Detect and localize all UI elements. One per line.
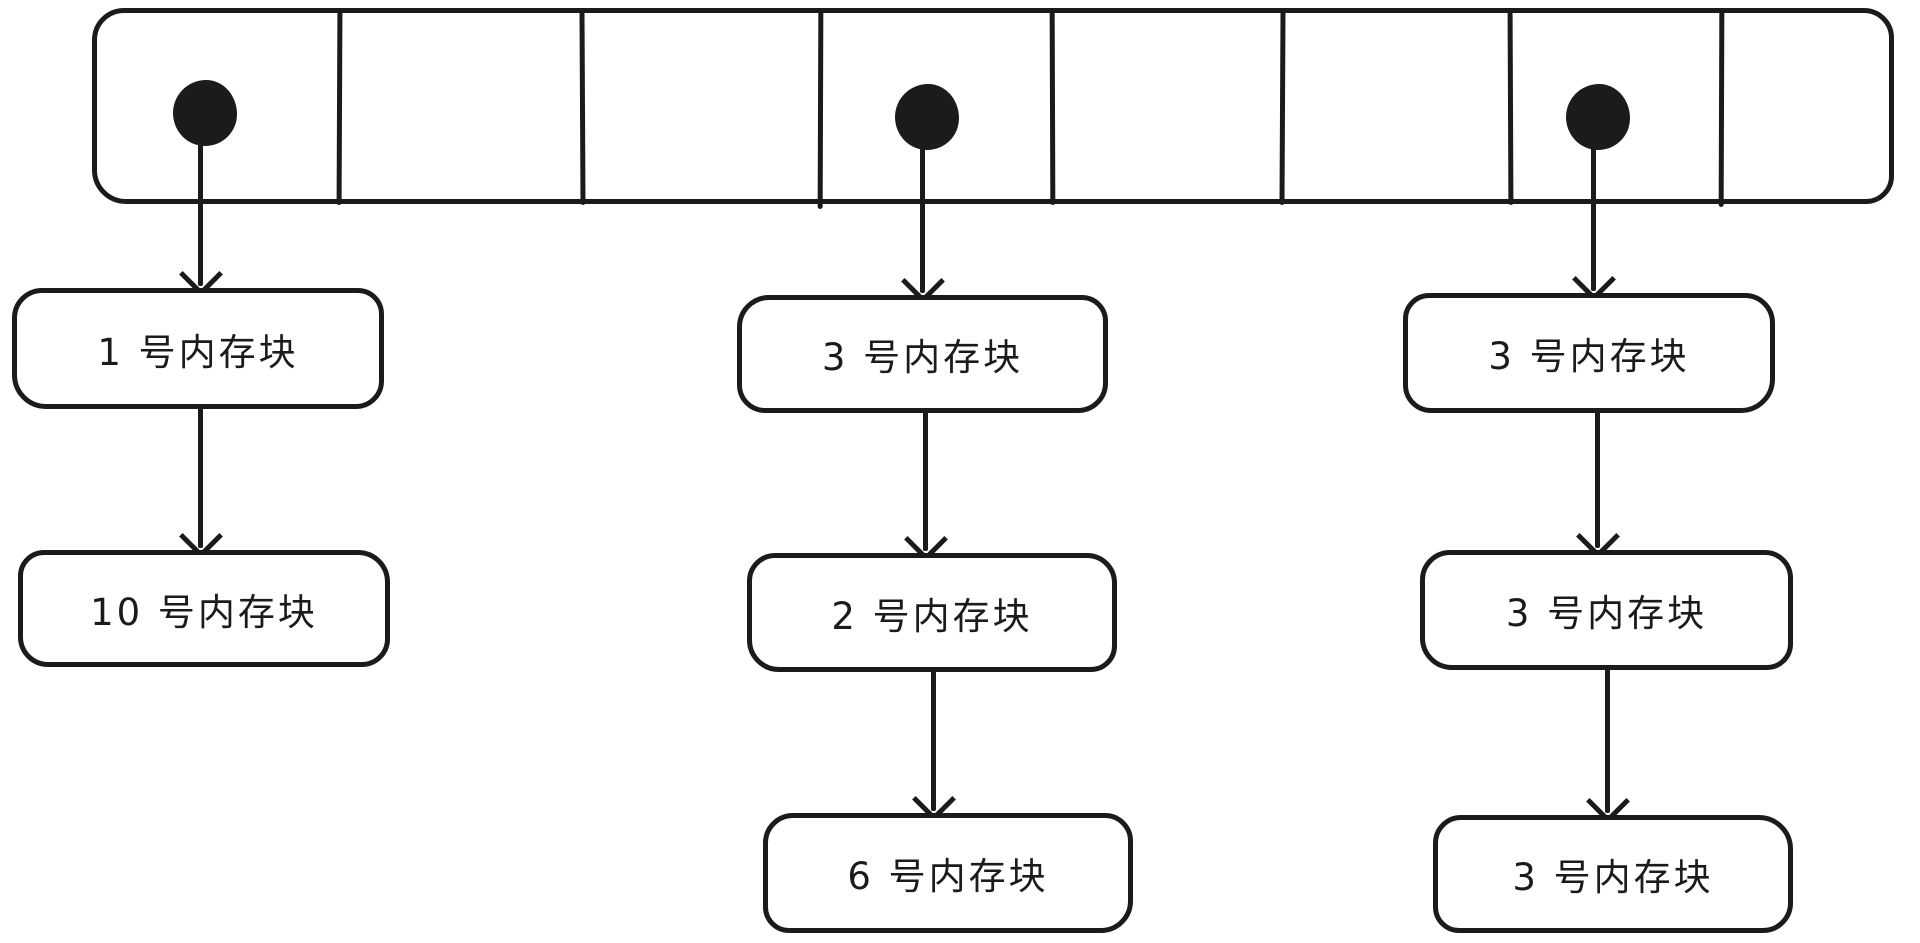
array-cell-divider xyxy=(1279,10,1286,206)
arrow-down-icon xyxy=(198,136,203,286)
memory-block-label: 1 号内存块 xyxy=(97,330,299,374)
pointer-dot-icon xyxy=(895,84,959,150)
memory-block-box: 10 号内存块 xyxy=(18,550,390,667)
arrow-down-icon xyxy=(923,411,928,551)
memory-block-label: 3 号内存块 xyxy=(1488,335,1690,378)
memory-block-label: 3 号内存块 xyxy=(821,336,1024,379)
arrow-down-icon xyxy=(1605,668,1610,813)
array-cell-divider xyxy=(579,10,586,206)
memory-block-box: 3 号内存块 xyxy=(1420,550,1793,670)
memory-block-box: 6 号内存块 xyxy=(763,813,1133,933)
memory-block-label: 10 号内存块 xyxy=(90,590,318,634)
array-cell-divider xyxy=(817,10,824,210)
arrow-down-icon xyxy=(931,670,936,811)
arrow-down-icon xyxy=(920,140,925,293)
memory-block-box: 1 号内存块 xyxy=(12,288,384,409)
memory-block-label: 3 号内存块 xyxy=(1512,856,1714,899)
arrow-down-icon xyxy=(198,406,203,548)
array-cell-divider xyxy=(336,10,343,206)
memory-block-label: 2 号内存块 xyxy=(831,594,1033,638)
arrow-down-icon xyxy=(1591,140,1596,291)
arrow-down-icon xyxy=(1595,411,1600,548)
array-cell-divider xyxy=(1507,10,1514,206)
memory-block-box: 3 号内存块 xyxy=(1403,293,1775,413)
memory-block-box: 3 号内存块 xyxy=(1433,815,1793,933)
array-cell-divider xyxy=(1049,10,1055,206)
pointer-dot-icon xyxy=(1566,84,1630,150)
memory-block-box: 2 号内存块 xyxy=(747,553,1117,672)
memory-array xyxy=(92,8,1894,210)
array-cell-divider xyxy=(1718,10,1725,208)
memory-block-label: 6 号内存块 xyxy=(847,855,1049,898)
memory-block-label: 3 号内存块 xyxy=(1505,592,1708,635)
memory-block-box: 3 号内存块 xyxy=(737,295,1108,413)
pointer-dot-icon xyxy=(173,80,237,146)
